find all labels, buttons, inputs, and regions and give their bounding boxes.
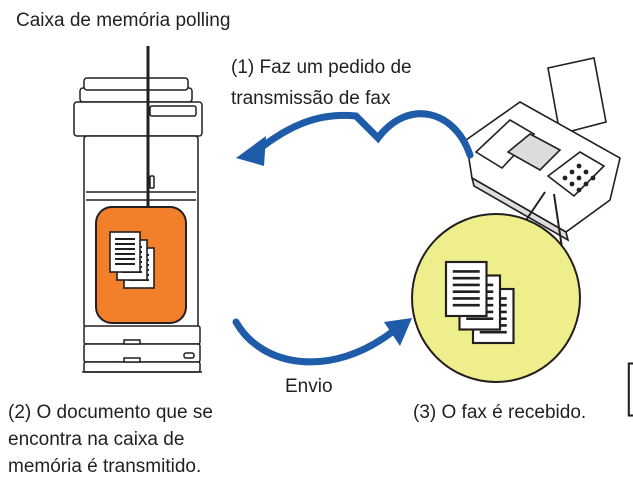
send-arrowhead [384, 318, 412, 346]
step3-label: (3) O fax é recebido. [413, 402, 587, 423]
step1-label-line2: transmissão de fax [231, 88, 391, 109]
request-arrowhead [236, 136, 266, 166]
received-documents-icon [627, 362, 633, 417]
step1-label-line1: (1) Faz um pedido de [231, 57, 412, 78]
fax-keypad [562, 163, 596, 193]
fax-callout-line-right [553, 193, 563, 249]
fax-icon [465, 57, 621, 242]
step2-label-line1: (2) O documento que se [8, 402, 213, 423]
send-label: Envio [285, 376, 333, 397]
step2-label-line2: encontra na caixa de [8, 429, 185, 450]
stored-documents-icon [109, 231, 155, 289]
polling-box-label: Caixa de memória polling [16, 10, 231, 31]
request-arrow [254, 110, 474, 159]
send-arrow [232, 318, 396, 366]
step2-label-line3: memória é transmitido. [8, 456, 202, 477]
